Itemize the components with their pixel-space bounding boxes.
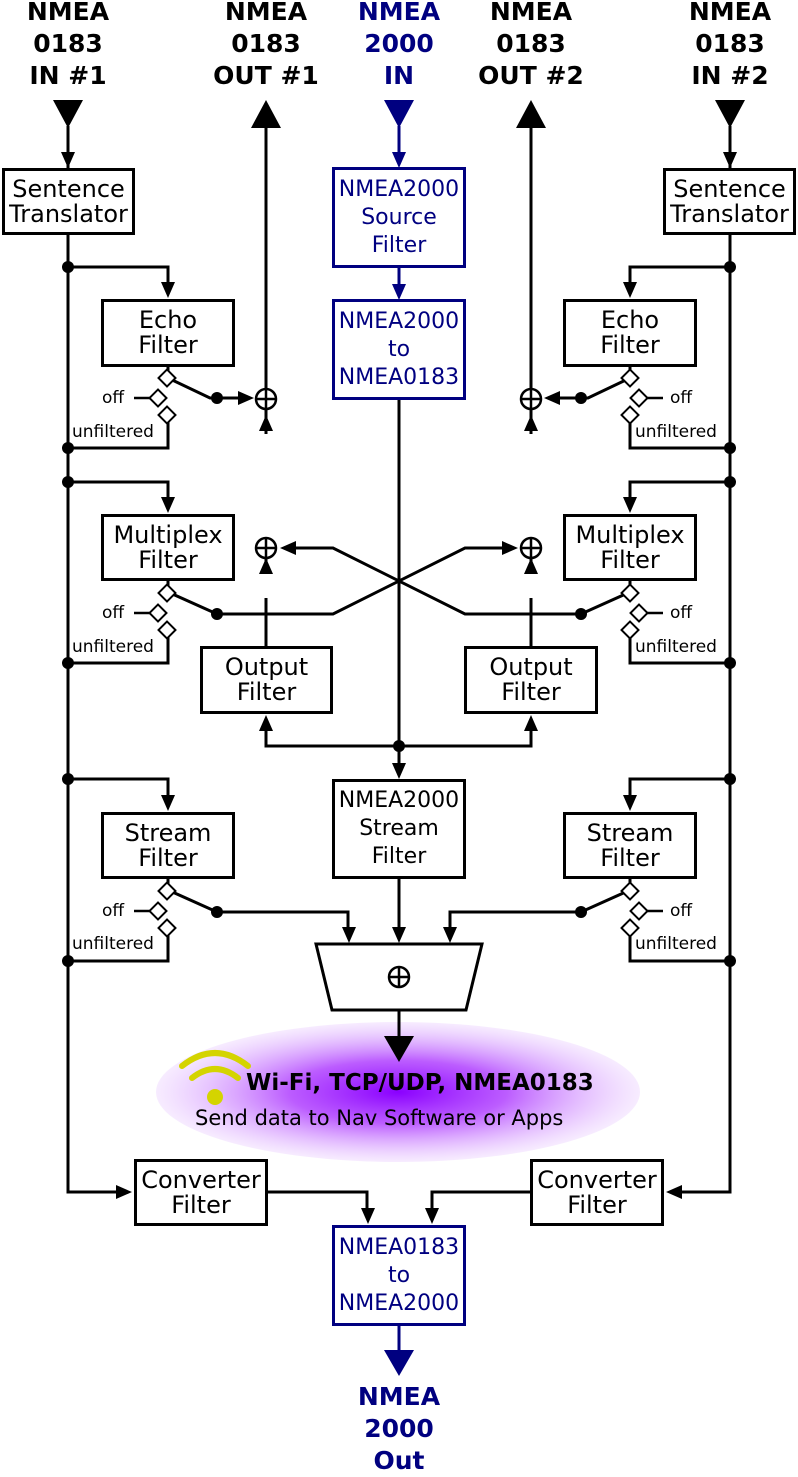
stream-off-label-left: off <box>102 901 125 921</box>
wifi-title: Wi-Fi, TCP/UDP, NMEA0183 <box>246 1070 594 1096</box>
multiplex-off-label-right: off <box>670 603 693 623</box>
multiplex-unfiltered-label-left: unfiltered <box>72 637 154 657</box>
stream-unfiltered-label-right: unfiltered <box>635 934 717 954</box>
stream-unfiltered-label-left: unfiltered <box>72 934 154 954</box>
echo-unfiltered-label-left: unfiltered <box>72 422 154 442</box>
multiplex-off-label-left: off <box>102 603 125 623</box>
echo-off-label-left: off <box>102 388 125 408</box>
multiplex-unfiltered-label-right: unfiltered <box>635 637 717 657</box>
stream-off-label-right: off <box>670 901 693 921</box>
wifi-glow <box>156 1022 640 1162</box>
echo-unfiltered-label-right: unfiltered <box>635 422 717 442</box>
wifi-icon <box>179 1050 251 1105</box>
io-arrowheads <box>53 100 745 1376</box>
echo-off-label-right: off <box>670 388 693 408</box>
wifi-subtitle: Send data to Nav Software or Apps <box>195 1106 564 1130</box>
